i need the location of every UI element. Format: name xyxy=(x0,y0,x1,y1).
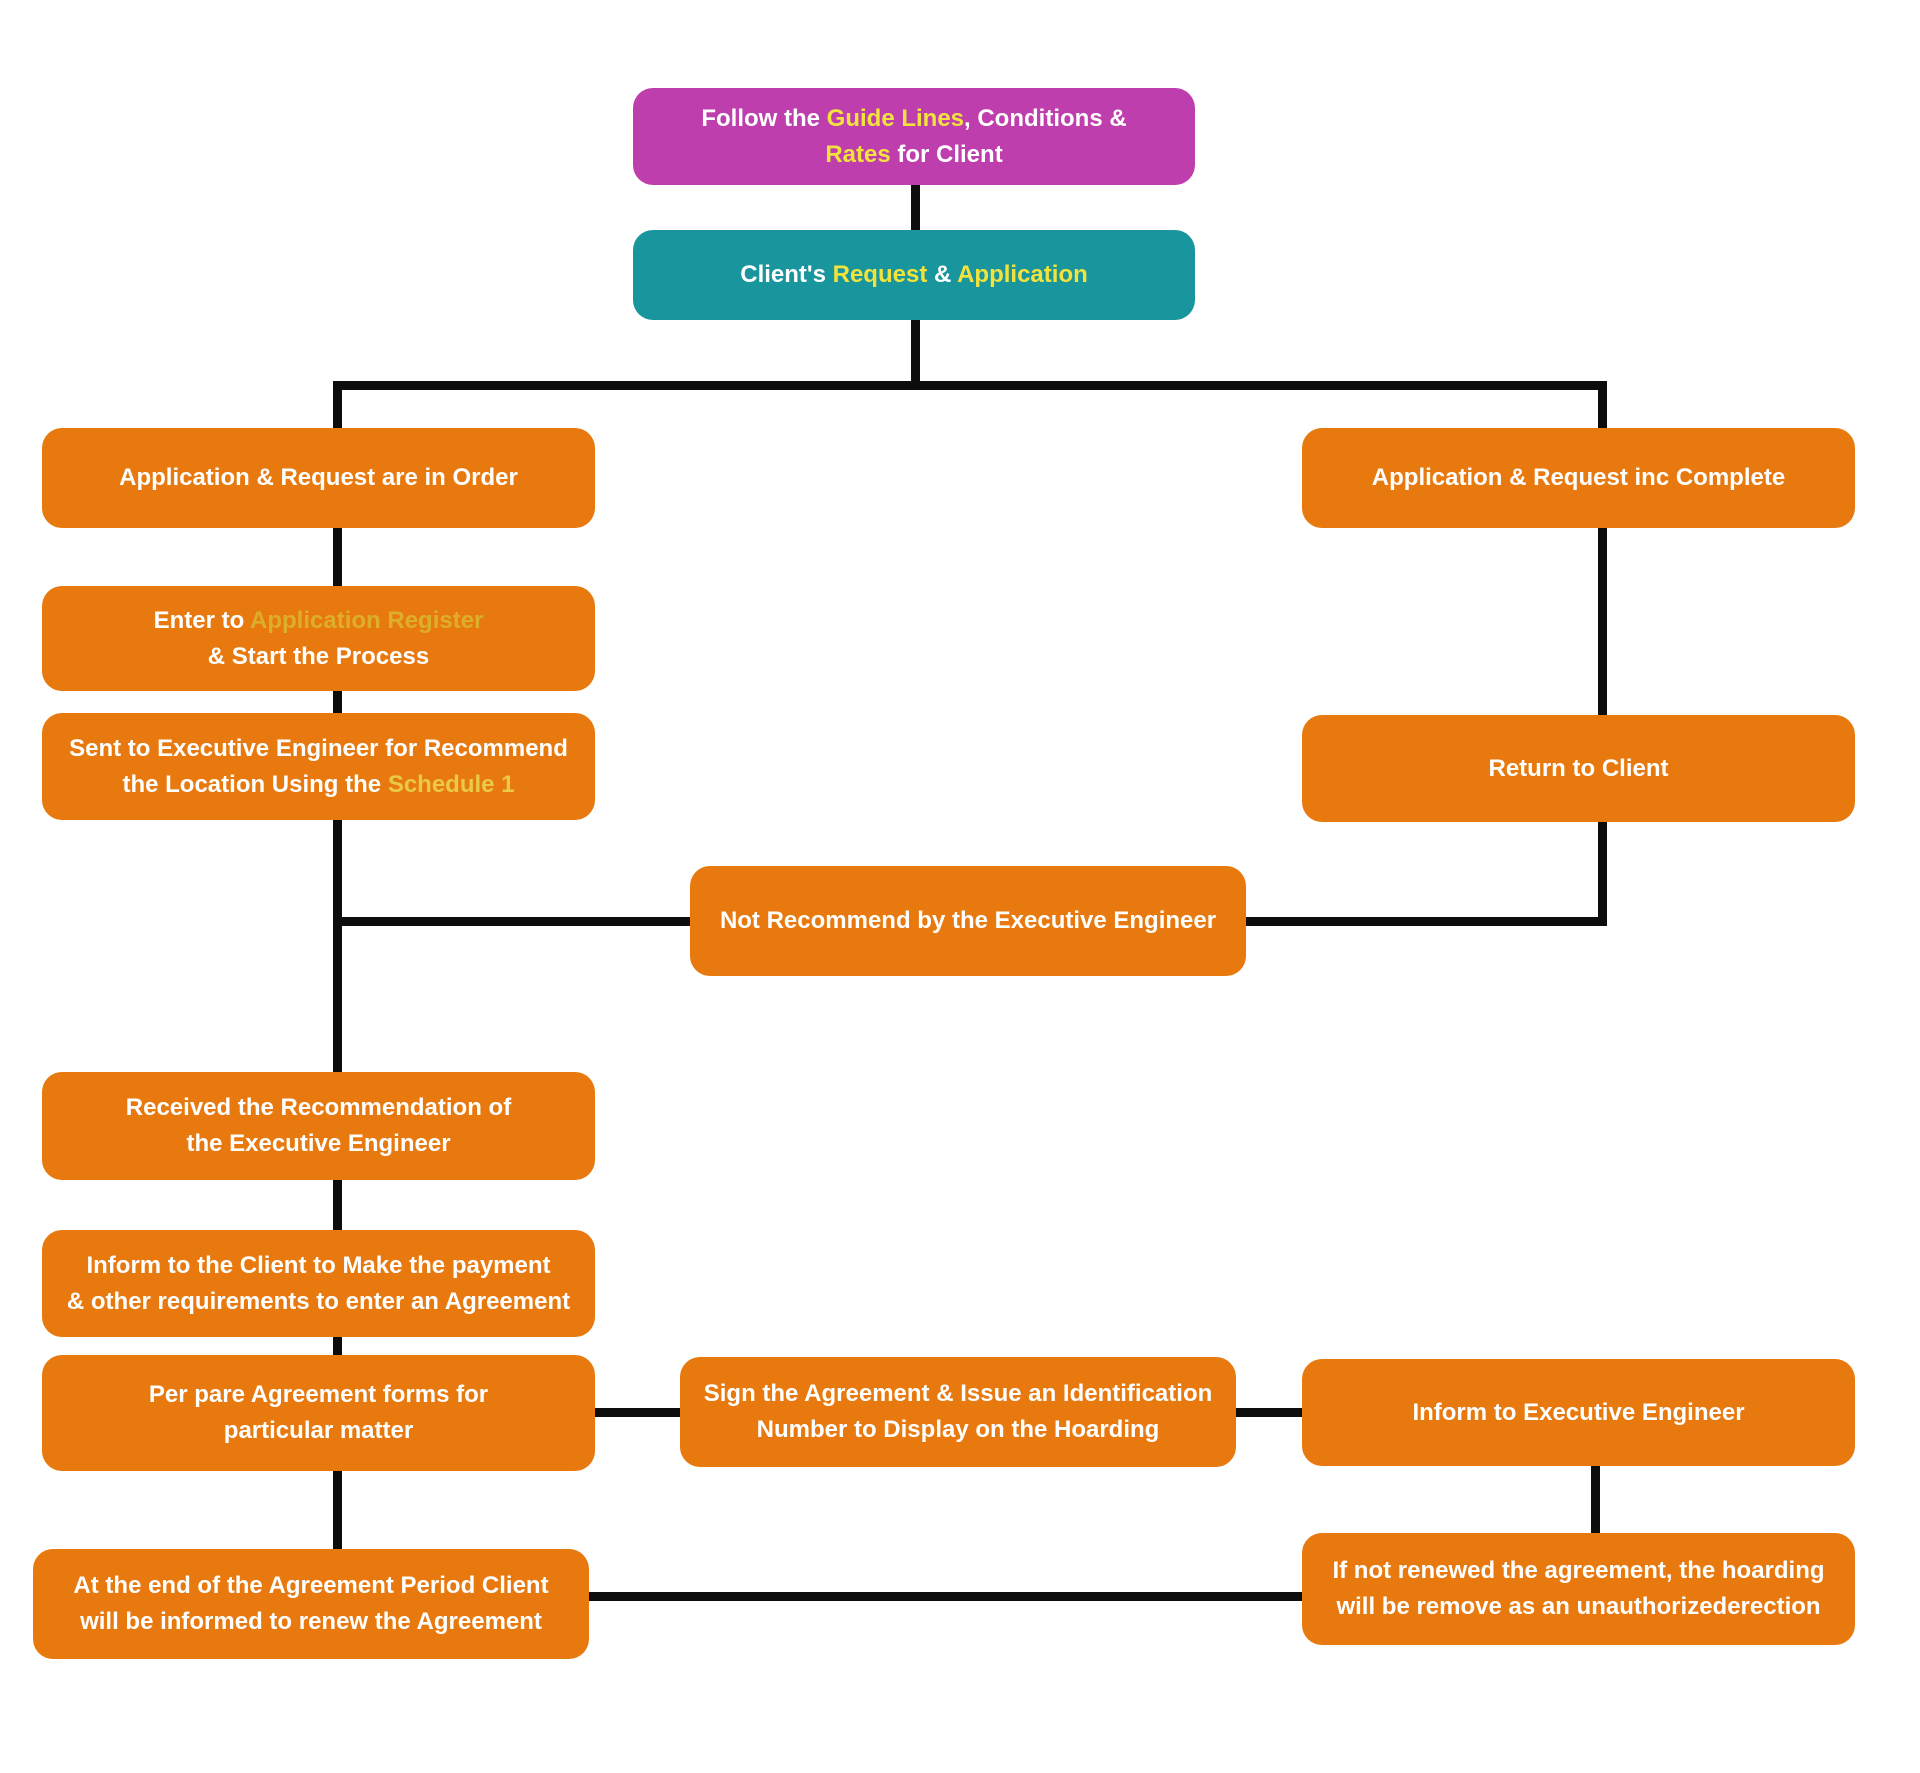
connector-branch-to-incomplete xyxy=(1598,381,1607,428)
node-text-line: particular matter xyxy=(223,1417,414,1444)
node-text-line: Sign the Agreement & Issue an Identifica… xyxy=(703,1380,1213,1407)
node-text-line: will be informed to renew the Agreement xyxy=(80,1608,542,1635)
connector-in-order-to-register xyxy=(333,528,342,586)
connector-client-to-branch xyxy=(911,320,920,386)
node-text-line: Enter to Application Register xyxy=(153,606,484,634)
node-not-renewed-remove-hoarding: If not renewed the agreement, the hoardi… xyxy=(1302,1533,1855,1645)
connector-follow-to-client xyxy=(911,185,920,230)
connector-sent-to-received xyxy=(333,820,342,1072)
connector-left-to-not-recommended xyxy=(340,917,690,926)
connector-not-recommended-to-right xyxy=(1246,917,1607,926)
node-inform-client-payment: Inform to the Client to Make the payment… xyxy=(42,1230,595,1337)
node-follow-guidelines: Follow the Guide Lines, Conditions & Rate… xyxy=(633,88,1195,185)
node-return-to-client: Return to Client xyxy=(1302,715,1855,822)
node-text-line: If not renewed the agreement, the hoardi… xyxy=(1332,1557,1825,1584)
node-text-line: Per pare Agreement forms for xyxy=(148,1381,489,1408)
connector-inform-client-to-prepare xyxy=(333,1337,342,1355)
connector-branch-horizontal xyxy=(333,381,1607,390)
node-not-recommended: Not Recommend by the Executive Engineer xyxy=(690,866,1246,976)
connector-register-to-sent xyxy=(333,691,342,713)
node-application-in-order: Application & Request are in Order xyxy=(42,428,595,528)
node-sign-agreement: Sign the Agreement & Issue an Identifica… xyxy=(680,1357,1236,1467)
node-text-line: the Executive Engineer xyxy=(186,1130,451,1157)
connector-received-to-inform-client xyxy=(333,1180,342,1230)
node-text-line: Application & Request are in Order xyxy=(119,464,518,491)
node-inform-executive-engineer: Inform to Executive Engineer xyxy=(1302,1359,1855,1466)
node-text-line: Follow the Guide Lines, Conditions & xyxy=(701,104,1127,132)
node-text-line: & Start the Process xyxy=(207,642,430,670)
node-client-request: Client's Request & Application xyxy=(633,230,1195,320)
node-enter-application-register: Enter to Application Register & Start the… xyxy=(42,586,595,691)
connector-prepare-to-end xyxy=(333,1471,342,1549)
node-text-line: Sent to Executive Engineer for Recommend xyxy=(69,734,568,762)
node-text-line: Client's Request & Application xyxy=(740,261,1088,288)
node-text-line: the Location Using the Schedule 1 xyxy=(122,770,515,798)
node-end-of-agreement-renew: At the end of the Agreement Period Clien… xyxy=(33,1549,589,1659)
node-text-line: Application & Request inc Complete xyxy=(1371,464,1786,491)
node-text-line: Received the Recommendation of xyxy=(125,1094,512,1121)
node-text-line: At the end of the Agreement Period Clien… xyxy=(73,1572,549,1599)
node-text-line: will be remove as an unauthorizederectio… xyxy=(1336,1593,1821,1620)
node-text-line: Inform to the Client to Make the payment xyxy=(86,1251,551,1279)
connector-inform-engineer-to-not-renewed xyxy=(1591,1466,1600,1533)
connector-branch-to-in-order xyxy=(333,381,342,428)
connector-return-to-not-recommended xyxy=(1598,822,1607,926)
connector-end-to-not-renewed xyxy=(589,1592,1302,1601)
node-sent-to-executive-engineer: Sent to Executive Engineer for Recommend… xyxy=(42,713,595,820)
node-text-line: & other requirements to enter an Agreeme… xyxy=(66,1287,571,1315)
node-prepare-agreement-forms: Per pare Agreement forms for particular m… xyxy=(42,1355,595,1471)
node-text-line: Not Recommend by the Executive Engineer xyxy=(719,907,1217,934)
node-application-incomplete: Application & Request inc Complete xyxy=(1302,428,1855,528)
connector-prepare-to-sign xyxy=(595,1408,680,1417)
node-text-line: Inform to Executive Engineer xyxy=(1412,1398,1745,1426)
node-text-line: Rates for Client xyxy=(825,140,1003,168)
connector-sign-to-inform-engineer xyxy=(1236,1408,1302,1417)
node-text-line: Return to Client xyxy=(1488,754,1669,782)
node-text-line: Number to Display on the Hoarding xyxy=(756,1416,1160,1443)
node-received-recommendation: Received the Recommendation of the Execut… xyxy=(42,1072,595,1180)
connector-incomplete-to-return xyxy=(1598,528,1607,715)
